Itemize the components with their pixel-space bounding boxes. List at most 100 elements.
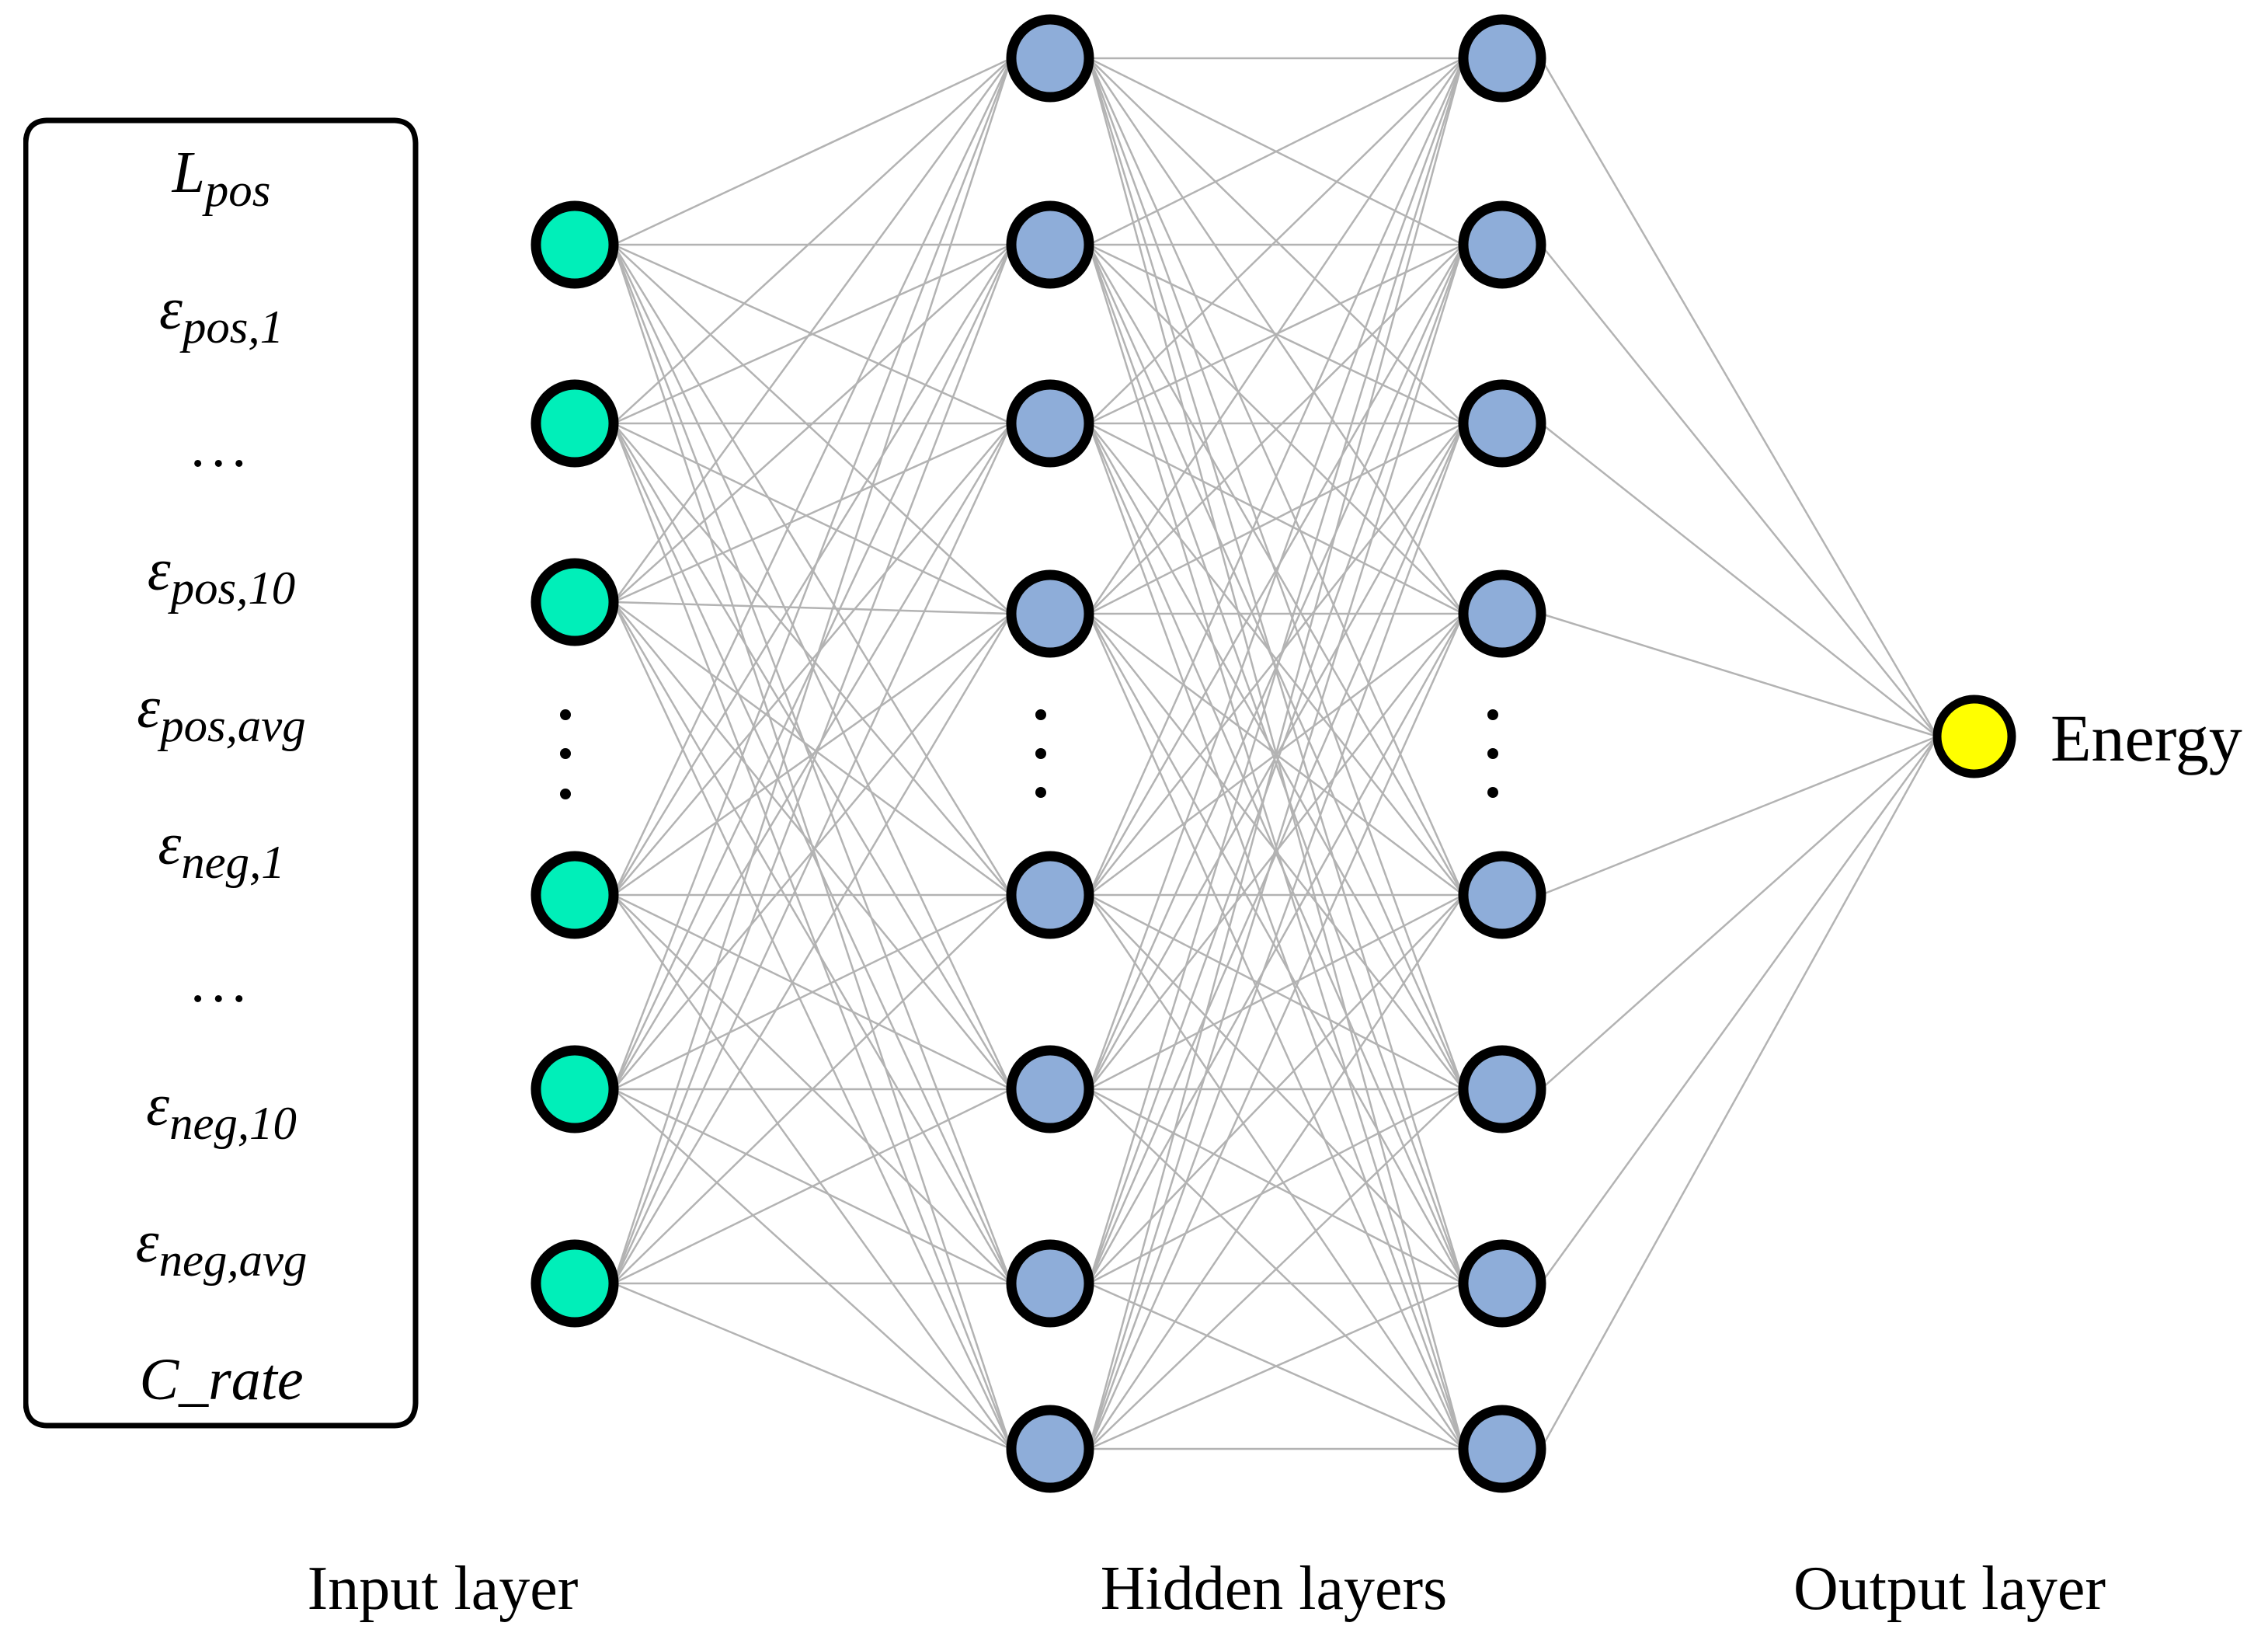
column-ellipsis-group [560,709,1498,799]
node-hidden2-7 [1458,1239,1546,1328]
edge [612,244,1013,1090]
node-hidden1-1 [1006,14,1094,103]
node-output-1 [1932,695,2016,778]
node-input-3 [530,558,619,646]
caption-input-layer: Input layer [307,1555,579,1623]
edge [612,244,1013,1284]
edge [613,57,1012,246]
edge [1088,893,1464,1091]
edge [1088,1282,1464,1450]
bracket-right [217,117,419,1429]
edge [1540,423,1938,737]
edge [1540,735,1938,897]
edge [613,601,1012,897]
edge [612,57,1013,603]
edge [612,601,1013,1450]
edge [613,422,1012,604]
edge [612,894,1013,1450]
caption-output-layer: Output layer [1793,1555,2106,1623]
nodes-group [530,14,2016,1493]
edge [1087,894,1465,1450]
edge [1088,244,1464,615]
node-input-6 [530,1239,619,1328]
edge [1087,57,1465,896]
edge [613,894,1012,1284]
edge [1087,57,1465,615]
edge [612,423,1013,1090]
bracket-left [23,117,224,1429]
edge [1087,57,1465,1284]
node-hidden2-5 [1458,851,1546,939]
edge [613,423,1012,896]
edge [612,601,1013,1284]
ellipsis-dot-hidden1-1 [1035,709,1046,720]
node-hidden1-8 [1006,1405,1094,1493]
edge [1088,1088,1464,1450]
ellipsis-dot-input-1 [560,709,571,720]
edge [1088,423,1464,896]
vector-entry-c-rate: C_rate [139,1346,304,1412]
node-hidden1-7 [1006,1239,1094,1328]
edge [613,243,1012,425]
ellipsis-dot-input-3 [560,789,571,799]
vector-bracket [23,117,419,1429]
edge [612,613,1013,1284]
vector-entry-eps-neg-avg: εneg,avg [135,1210,308,1287]
edge [1087,244,1465,1284]
edge [1087,244,1465,1090]
node-hidden2-1 [1458,14,1546,103]
node-hidden2-3 [1458,379,1546,468]
edge [1088,243,1464,425]
ellipsis-dot-input-2 [560,748,571,759]
edge [612,423,1013,1284]
edge [1087,423,1465,1284]
edge [613,57,1012,424]
vector-entry-eps-pos-avg: εpos,avg [137,674,306,752]
node-hidden1-5 [1006,851,1094,939]
vector-entry-eps-neg-1: εneg,1 [158,812,285,890]
node-hidden1-4 [1006,569,1094,658]
node-hidden2-4 [1458,569,1546,658]
node-input-1 [530,200,619,289]
vector-entries: Lpos εpos,1 ... εpos,10 εpos,avg εneg,1 … [23,117,419,1429]
node-input-2 [530,379,619,468]
edge [1088,57,1464,424]
edge [1087,613,1465,1284]
edge [1087,423,1465,1450]
edges-group [612,57,1939,1450]
node-hidden1-6 [1006,1045,1094,1133]
edge [612,244,1013,896]
node-hidden1-3 [1006,379,1094,468]
edge [1087,613,1465,1450]
node-hidden2-6 [1458,1045,1546,1133]
edge [613,422,1012,615]
vector-entry-eps-pos-1: εpos,1 [158,277,284,354]
node-hidden2-2 [1458,200,1546,289]
vector-entry-ellipsis-neg: ... [190,949,252,1015]
node-hidden2-8 [1458,1405,1546,1493]
edge [613,244,1012,603]
edge [613,1088,1012,1450]
edge [1540,612,1938,738]
edge [613,1282,1012,1450]
edge [1540,736,1938,1090]
vector-entry-eps-pos-10: εpos,10 [147,538,296,615]
ellipsis-dot-hidden2-3 [1487,787,1498,798]
output-energy-label: Energy [2051,701,2242,775]
ellipsis-dot-hidden1-2 [1035,748,1046,759]
ellipsis-dot-hidden2-1 [1487,709,1498,720]
edge [612,423,1013,1450]
edge [1087,57,1465,1450]
edge [613,612,1012,897]
node-hidden1-2 [1006,200,1094,289]
edge [613,1088,1012,1285]
edge [1087,244,1465,896]
edge [1540,244,1938,737]
node-input-5 [530,1045,619,1133]
vector-entry-ellipsis-pos: ... [190,413,252,479]
input-feature-vector: Lpos εpos,1 ... εpos,10 εpos,avg εneg,1 … [23,117,419,1429]
ellipsis-dot-hidden2-2 [1487,748,1498,759]
node-input-4 [530,851,619,939]
